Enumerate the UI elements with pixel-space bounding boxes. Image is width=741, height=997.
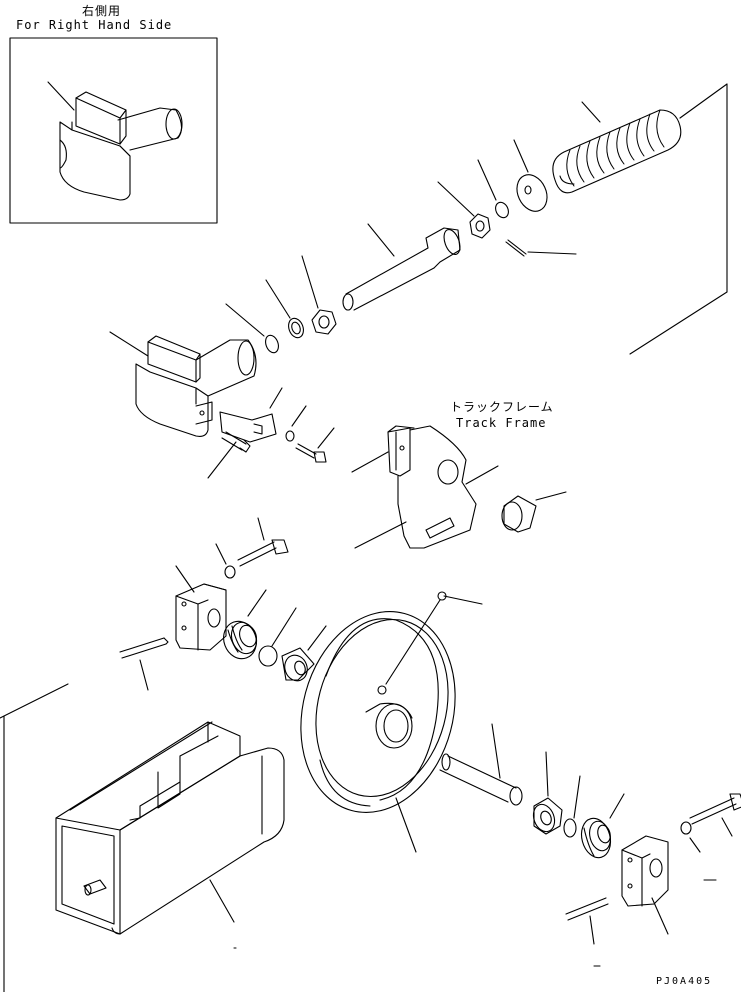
inset-right-hand-side — [9, 37, 218, 224]
bearing-bolt-right — [689, 793, 741, 881]
inset-title-jp: 右側用 — [82, 4, 122, 18]
yoke-small-washer — [285, 405, 307, 442]
track-frame-label-jp: トラックフレーム — [450, 400, 554, 414]
floating-seal-right — [580, 793, 625, 859]
yoke-left-hand — [109, 331, 257, 437]
rod-nut — [301, 255, 337, 335]
recoil-rod — [342, 223, 461, 311]
split-pin-left — [119, 637, 169, 691]
drawing-code: PJ0A405 — [656, 976, 713, 987]
frame-box-section — [0, 683, 285, 993]
inset-title-en: For Right Hand Side — [16, 18, 173, 32]
floating-seal-left — [223, 589, 267, 660]
bearing-washer-top — [215, 543, 236, 579]
bearing-washer-right — [680, 821, 701, 853]
idler-bracket-right — [621, 835, 669, 935]
frame-plug — [501, 491, 567, 533]
inset-yoke-part — [47, 81, 183, 201]
nut-pin — [505, 239, 577, 257]
yoke-plate — [219, 387, 283, 443]
rod-plug — [225, 303, 279, 354]
idler-wheel — [300, 591, 483, 853]
o-ring-right — [563, 775, 581, 838]
split-pin-right — [565, 897, 609, 945]
track-frame — [351, 425, 499, 549]
bearing-bolt-top — [237, 517, 289, 567]
assembly-bracket-lines — [629, 83, 728, 355]
idler-bracket-left — [175, 565, 227, 651]
yoke-bolt-left — [207, 431, 251, 479]
bushing-right — [532, 751, 563, 835]
idler-shaft — [439, 723, 523, 806]
rod-washer — [265, 279, 304, 339]
spring-washer — [477, 159, 509, 219]
bushing-left — [281, 625, 327, 682]
recoil-spring — [552, 101, 682, 194]
o-ring-left — [258, 607, 297, 667]
lock-nut — [437, 181, 491, 239]
track-frame-label-en: Track Frame — [456, 416, 547, 430]
spring-seat-disc — [513, 139, 548, 212]
yoke-bolt-right — [295, 427, 335, 463]
